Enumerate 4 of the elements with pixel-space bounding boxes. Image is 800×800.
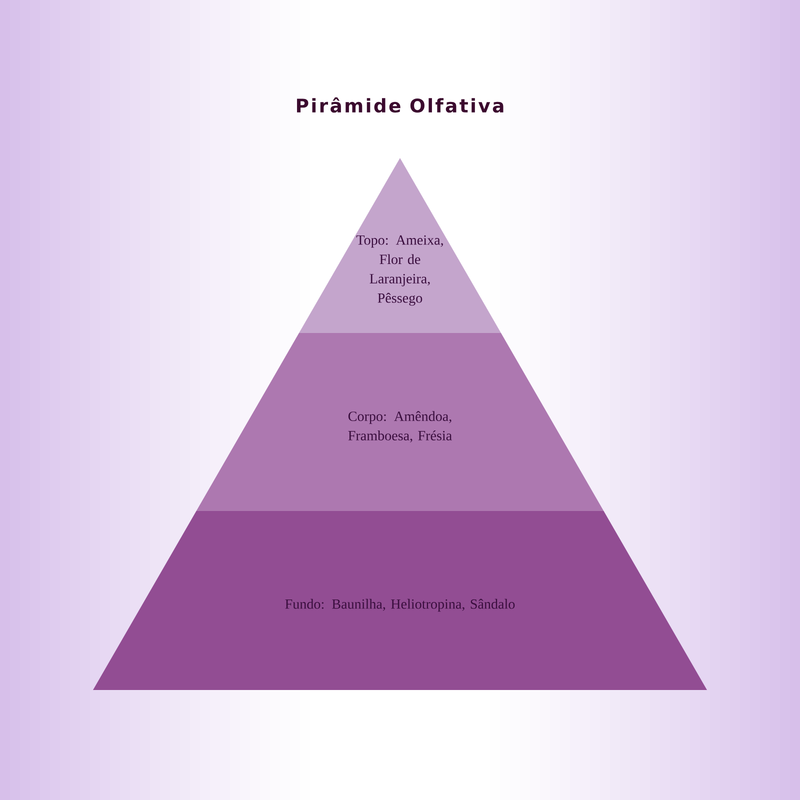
pyramid-band: Fundo: Baunilha, Heliotropina, Sândalo bbox=[93, 511, 707, 690]
pyramid-band: Corpo: Amêndoa, Framboesa, Frésia bbox=[196, 333, 604, 511]
title: Pirâmide Olfativa bbox=[297, 97, 504, 113]
pyramid-top: Topo: Ameixa, Flor de Laranjeira, Pêssego bbox=[299, 158, 501, 333]
